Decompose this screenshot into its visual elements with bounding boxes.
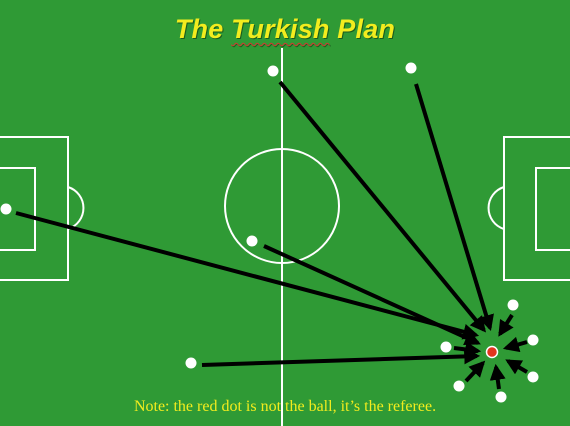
arrow-near-se — [505, 359, 529, 375]
player-dot — [507, 299, 519, 311]
player-dot — [453, 380, 465, 392]
title-underlined-word: Turkish — [231, 14, 330, 44]
players — [0, 62, 539, 403]
arrow-near-e — [502, 336, 528, 353]
player-dot — [527, 371, 539, 383]
left-goal-area — [0, 167, 36, 251]
left-penalty-arc — [67, 186, 85, 230]
arrow-left-winger — [15, 211, 480, 340]
centre-circle — [224, 148, 340, 264]
right-penalty-arc — [487, 186, 505, 230]
arrow-near-w — [453, 341, 482, 358]
player-dot — [185, 357, 197, 369]
arrow-near-sw — [464, 360, 486, 383]
player-dot — [440, 341, 452, 353]
pitch-markings — [0, 48, 570, 426]
player-dot — [495, 391, 507, 403]
slide-title: The Turkish Plan — [0, 14, 570, 45]
long-run-arrows — [15, 80, 494, 367]
left-penalty-area — [0, 136, 69, 281]
player-dot — [267, 65, 279, 77]
right-penalty-area — [503, 136, 570, 281]
player-dot — [0, 203, 12, 215]
arrow-centre-circle-player — [263, 244, 481, 346]
title-prefix: The — [174, 14, 232, 44]
player-dot — [246, 235, 258, 247]
player-dot — [405, 62, 417, 74]
footnote: Note: the red dot is not the ball, it’s … — [133, 398, 437, 415]
arrow-bottom-player — [201, 348, 481, 367]
arrow-top-right-player — [414, 83, 494, 332]
right-goal-area — [535, 167, 570, 251]
referee-dot — [485, 345, 499, 359]
player-dot — [527, 334, 539, 346]
arrow-top-centre-player — [278, 80, 487, 333]
short-run-arrows — [453, 313, 529, 390]
arrow-near-s — [489, 363, 506, 390]
arrow-near-ne — [498, 313, 514, 337]
title-suffix: Plan — [329, 14, 396, 44]
